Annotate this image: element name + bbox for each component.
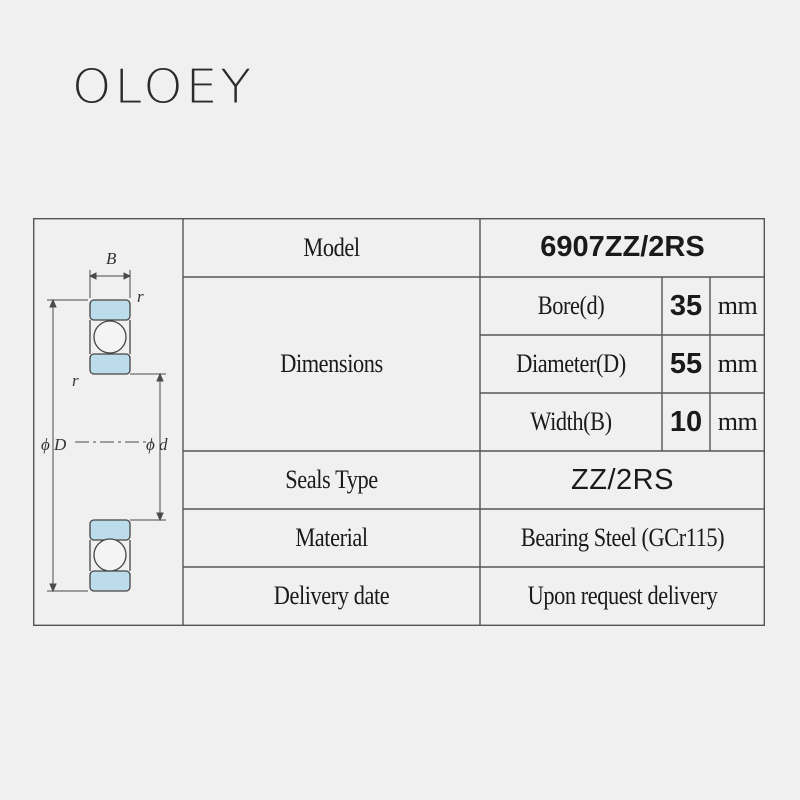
bore-label: Bore(d) xyxy=(537,291,605,320)
model-label: Model xyxy=(303,232,360,262)
outer-ring-bottom xyxy=(89,570,131,592)
seals-value: ZZ/2RS xyxy=(571,463,674,496)
material-label: Material xyxy=(295,523,368,552)
delivery-value: Upon request delivery xyxy=(527,581,718,610)
material-value: Bearing Steel (GCr115) xyxy=(520,523,725,552)
seals-label: Seals Type xyxy=(285,465,378,494)
model-value: 6907ZZ/2RS xyxy=(540,231,705,263)
diameter-label: Diameter(D) xyxy=(516,349,626,378)
dimensions-label: Dimensions xyxy=(280,349,383,378)
bore-unit: mm xyxy=(717,291,758,320)
bore-value: 35 xyxy=(669,289,703,322)
spec-table: B r r ϕ D ϕ d Model 6907ZZ/2RS Dimension… xyxy=(33,218,765,626)
width-label: Width(B) xyxy=(530,407,612,436)
label-inner-diameter: ϕ d xyxy=(146,435,168,454)
outer-ring-top xyxy=(89,299,131,321)
brand-logo: OLOEY xyxy=(72,60,254,114)
diameter-unit: mm xyxy=(717,349,758,378)
diameter-value: 55 xyxy=(669,347,703,380)
inner-ring-bottom xyxy=(89,519,131,541)
bearing-diagram: B r r ϕ D ϕ d xyxy=(41,249,168,593)
width-value: 10 xyxy=(669,405,703,438)
label-width-b: B xyxy=(106,249,117,268)
width-unit: mm xyxy=(717,407,758,436)
delivery-label: Delivery date xyxy=(273,581,390,610)
label-outer-diameter: ϕ D xyxy=(41,435,67,454)
label-radius-side: r xyxy=(72,371,79,390)
label-radius-top: r xyxy=(137,287,144,306)
table-grid xyxy=(33,218,765,626)
inner-ring-top xyxy=(89,353,131,375)
